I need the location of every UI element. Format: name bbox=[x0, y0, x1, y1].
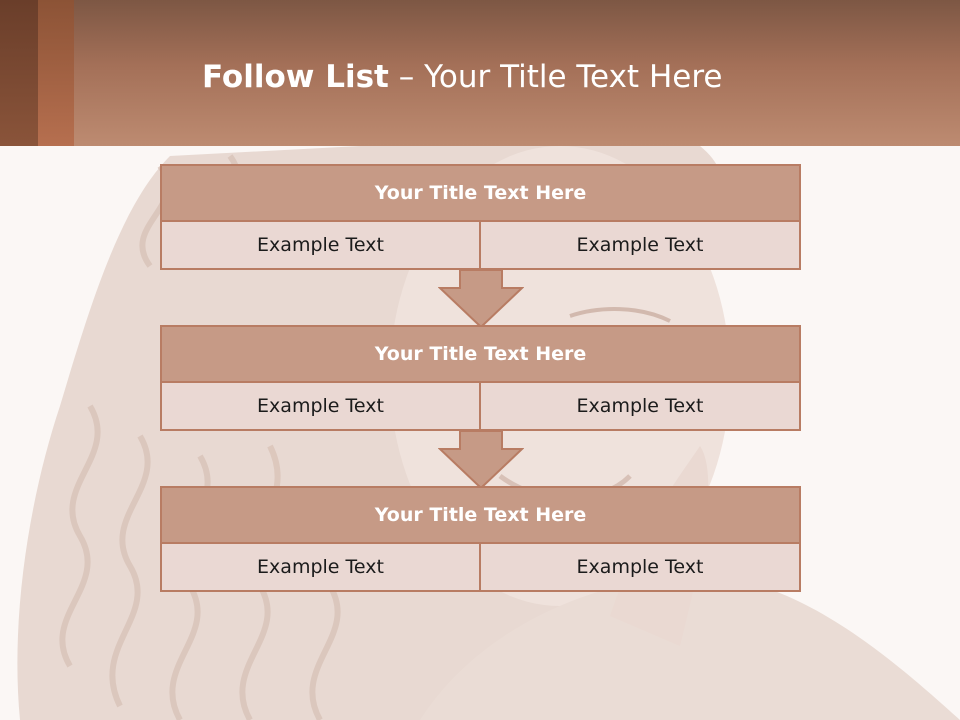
step-title: Your Title Text Here bbox=[162, 327, 799, 383]
step-text-left: Example Text bbox=[162, 383, 481, 429]
title-bar: Follow List – Your Title Text Here bbox=[0, 0, 960, 146]
step-text-right: Example Text bbox=[481, 544, 799, 590]
step-text-left: Example Text bbox=[162, 544, 481, 590]
slide-title-bold: Follow List bbox=[202, 59, 389, 95]
step-title: Your Title Text Here bbox=[162, 488, 799, 544]
step-block-3: Your Title Text Here Example Text Exampl… bbox=[160, 486, 801, 592]
down-arrow-icon bbox=[438, 431, 524, 489]
step-block-1: Your Title Text Here Example Text Exampl… bbox=[160, 164, 801, 270]
step-block-2: Your Title Text Here Example Text Exampl… bbox=[160, 325, 801, 431]
step-title: Your Title Text Here bbox=[162, 166, 799, 222]
step-text-right: Example Text bbox=[481, 222, 799, 268]
step-text-right: Example Text bbox=[481, 383, 799, 429]
slide-title: Follow List – Your Title Text Here bbox=[202, 55, 722, 99]
slide-title-rest: – Your Title Text Here bbox=[388, 59, 723, 95]
step-text-left: Example Text bbox=[162, 222, 481, 268]
down-arrow-icon bbox=[438, 270, 524, 328]
accent-strip bbox=[38, 0, 74, 146]
accent-strip bbox=[0, 0, 38, 146]
